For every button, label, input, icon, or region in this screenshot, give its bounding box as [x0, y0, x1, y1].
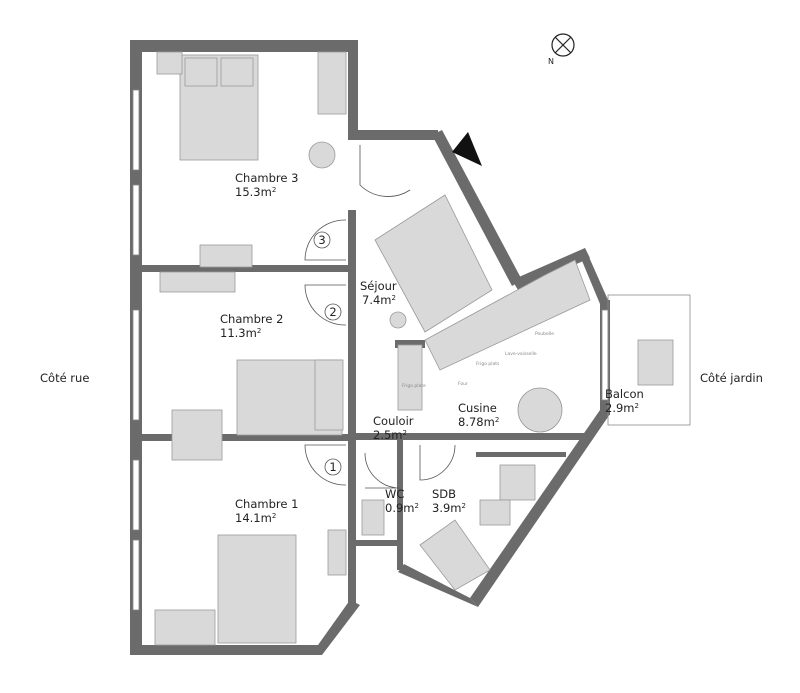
room-area: 15.3m2 [235, 185, 276, 199]
kitchen-label: Frigo plate [402, 383, 426, 389]
windows [132, 89, 609, 611]
room-name: Cusine [458, 401, 497, 415]
entrance-arrow-icon [452, 132, 482, 166]
compass-north-label: N [548, 57, 554, 66]
room-name: Chambre 2 [220, 312, 283, 326]
room-area: 0.9m2 [385, 501, 419, 515]
balcony-outline [607, 294, 691, 426]
furniture [154, 51, 591, 646]
door-number-1-circle [324, 458, 342, 476]
kitchen-label: Frigo plats [476, 361, 500, 367]
door-number: 3 [318, 233, 325, 247]
door-number-2-circle [324, 303, 342, 321]
room-name: Couloir [373, 414, 414, 428]
kitchen-label: Poubelle [535, 331, 554, 337]
room-area: 8.78m2 [458, 415, 499, 429]
room-labels: Chambre 3 15.3m2 Chambre 2 11.3m2 Chambr… [220, 171, 644, 525]
side-label-street: Côté rue [40, 371, 89, 385]
door-number-3-circle [313, 231, 331, 249]
room-area: 7.4m2 [362, 293, 396, 307]
room-name: Balcon [605, 387, 644, 401]
room-area: 2.9m2 [605, 401, 639, 415]
kitchen-label: Lave-vaisselle [505, 351, 537, 357]
kitchen-label: Four [458, 381, 468, 387]
room-name: WC [385, 487, 404, 501]
room-area: 2.5m2 [373, 428, 407, 442]
balcony-table [637, 339, 674, 386]
room-name: Séjour [360, 279, 397, 293]
door-number: 2 [329, 305, 336, 319]
side-label-garden: Côté jardin [700, 371, 763, 385]
room-name: Chambre 1 [235, 497, 298, 511]
room-name: Chambre 3 [235, 171, 298, 185]
room-name: SDB [432, 487, 456, 501]
compass-icon: N [548, 33, 575, 66]
room-area: 11.3m2 [220, 326, 261, 340]
room-area: 14.1m2 [235, 511, 276, 525]
doors [304, 145, 456, 489]
room-area: 3.9m2 [432, 501, 466, 515]
door-number: 1 [329, 460, 336, 474]
